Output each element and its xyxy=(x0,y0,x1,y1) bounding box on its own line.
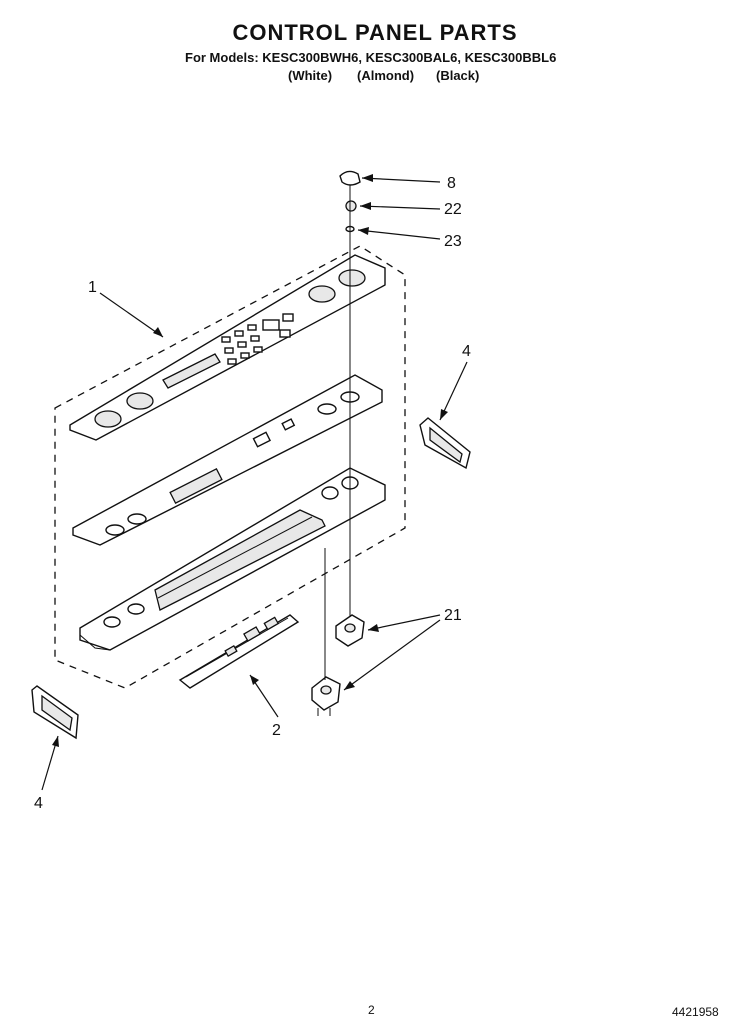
leader-1 xyxy=(99,292,164,338)
callout-4-left: 4 xyxy=(34,795,43,812)
leader-23 xyxy=(357,229,441,240)
console-display-opening xyxy=(154,509,326,611)
callout-22: 22 xyxy=(444,201,462,218)
page-number: 2 xyxy=(368,1003,375,1017)
page-title: CONTROL PANEL PARTS xyxy=(232,20,518,45)
document-number: 4421958 xyxy=(672,1005,719,1019)
infinite-switch-lower xyxy=(311,676,341,716)
burner-dots-left xyxy=(94,392,154,428)
end-cap-left xyxy=(31,685,79,740)
callout-4-right: 4 xyxy=(462,343,471,360)
callout-2: 2 xyxy=(272,722,281,739)
variant-almond: (Almond) xyxy=(357,68,415,83)
callout-23: 23 xyxy=(444,233,462,250)
callout-21: 21 xyxy=(444,607,462,624)
display-window xyxy=(162,353,221,389)
burner-dots-right xyxy=(308,269,366,303)
models-line: For Models: KESC300BWH6, KESC300BAL6, KE… xyxy=(185,50,557,65)
callout-1: 1 xyxy=(88,279,97,296)
assembly-boundary xyxy=(54,245,406,689)
keypad-buttons xyxy=(221,313,294,365)
leader-21-b xyxy=(343,619,441,691)
graphic-sheet xyxy=(72,374,383,546)
knob-spring xyxy=(345,200,357,212)
leader-4-right xyxy=(439,361,468,421)
sheet-window xyxy=(169,467,223,505)
end-cap-right xyxy=(419,417,471,470)
variant-white: (White) xyxy=(288,68,333,83)
leader-21-a xyxy=(367,614,441,631)
variant-black: (Black) xyxy=(436,68,480,83)
callout-8: 8 xyxy=(447,175,456,192)
infinite-switch-upper xyxy=(335,614,365,647)
control-knob xyxy=(339,170,361,186)
leader-22 xyxy=(359,205,441,210)
circuit-board xyxy=(178,614,300,689)
leader-8 xyxy=(361,177,441,183)
